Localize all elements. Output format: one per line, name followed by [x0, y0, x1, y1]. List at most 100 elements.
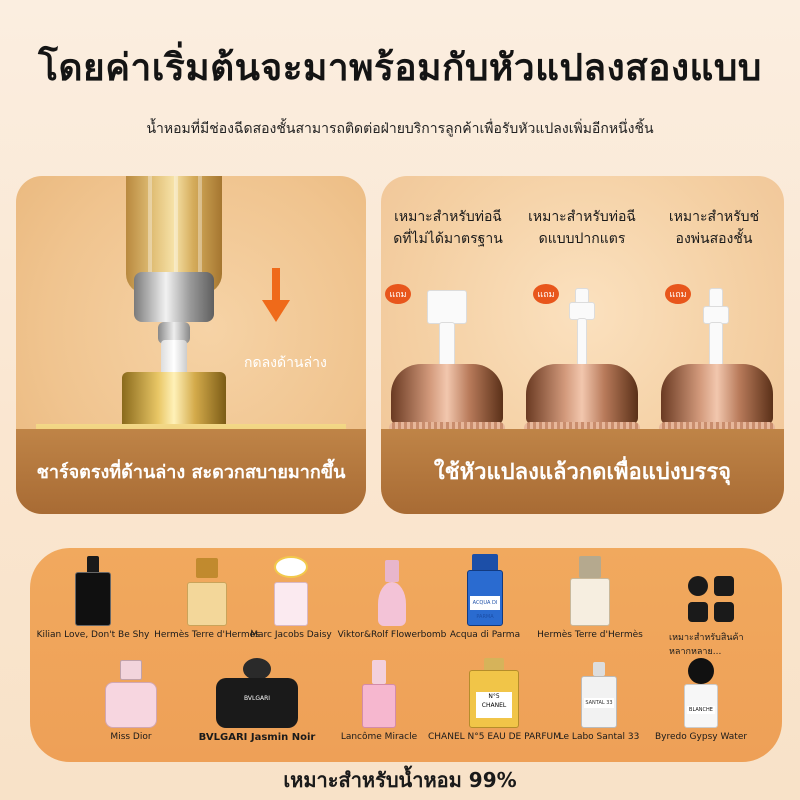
perfume-bottle: ACQUA DI PARMA — [420, 554, 550, 630]
perfume-name: Kilian Love, Don't Be Shy — [36, 630, 150, 640]
narrow-adapter-tip — [709, 288, 723, 308]
grid-cell — [688, 576, 708, 596]
perfume-item: SANTAL 33 Le Labo Santal 33 — [534, 656, 664, 742]
bottle-body — [75, 572, 111, 626]
adapter-label-line: องพ่นสองชั้น — [675, 231, 753, 247]
bottle-cap — [372, 660, 386, 684]
perfume-item: Lancôme Miracle — [314, 656, 444, 742]
page-subtitle: น้ำหอมที่มีช่องฉีดสองชั้นสามารถติดต่อฝ่า… — [146, 121, 654, 137]
adapter-label-line: เหมาะสำหรับท่อฉี — [528, 209, 636, 225]
perfume-name: BVLGARI Jasmin Noir — [198, 732, 316, 743]
perfume-bottle — [66, 656, 196, 732]
adapter-label-nonstandard: เหมาะสำหรับท่อฉี ดที่ไม่ได้มาตรฐาน — [387, 206, 509, 250]
perfume-bottle: N°5 CHANEL — [428, 656, 560, 732]
bottle-label: N°5 CHANEL — [476, 692, 512, 718]
adapter-label-line: ดที่ไม่ได้มาตรฐาน — [393, 231, 503, 247]
perfume-name: Hermès Terre d'Hermès — [154, 630, 260, 640]
bottle-cap — [120, 660, 142, 680]
press-down-label: กดลงด้านล่าง — [244, 355, 327, 371]
perfume-bottle-neck — [122, 372, 226, 430]
bottle-label: BVLGARI — [243, 695, 271, 702]
bottle-cap — [484, 658, 504, 672]
bottle-label-line: CHANEL — [481, 702, 507, 709]
perfume-name: Le Labo Santal 33 — [558, 732, 640, 742]
bottle-cap — [688, 658, 714, 684]
grid-cell — [688, 602, 708, 622]
compatible-perfumes-band — [30, 548, 782, 762]
bottle-cap — [593, 662, 605, 676]
bottle-label: SANTAL 33 — [584, 698, 614, 708]
tube-highlight — [198, 176, 202, 294]
adapter-label-trumpet: เหมาะสำหรับท่อฉี ดแบบปากแตร — [521, 206, 643, 250]
perfume-item: Miss Dior — [66, 656, 196, 742]
perfume-bottle — [226, 554, 356, 630]
perfume-bottle — [327, 554, 457, 630]
grid-cell — [714, 576, 734, 596]
bottle-body — [187, 582, 227, 626]
right-panel-caption: ใช้หัวแปลงแล้วกดเพื่อแบ่งบรรจุ — [381, 429, 784, 514]
perfume-name: Marc Jacobs Daisy — [250, 630, 332, 640]
page-headline: โดยค่าเริ่มต้นจะมาพร้อมกับหัวแปลงสองแบบ — [38, 46, 762, 89]
free-gift-badge: แถม — [385, 284, 411, 304]
bottom-charge-panel: กดลงด้านล่าง ชาร์จตรงที่ด้านล่าง สะดวกสบ… — [16, 176, 366, 514]
bottle-cap — [579, 556, 601, 578]
perfume-item: Marc Jacobs Daisy — [226, 554, 356, 640]
perfume-item: Hermès Terre d'Hermès — [142, 554, 272, 640]
more-brands-icon — [652, 554, 772, 630]
perfume-bottle: BVLGARI — [182, 656, 332, 732]
atomizer-base-top — [661, 364, 773, 424]
bottle-body — [216, 678, 298, 728]
perfume-name: CHANEL N°5 EAU DE PARFUM — [428, 732, 561, 742]
tube-highlight — [148, 176, 152, 294]
bottle-cap — [87, 556, 99, 574]
free-gift-badge: แถม — [665, 284, 691, 304]
bottle-body — [362, 684, 396, 728]
down-arrow-head — [262, 300, 290, 322]
perfume-item: BVLGARI BVLGARI Jasmin Noir — [182, 656, 332, 743]
bottle-body — [274, 582, 308, 626]
bottle-cap — [472, 554, 498, 574]
down-arrow-icon — [272, 268, 280, 304]
bottle-label: ACQUA DI PARMA — [470, 596, 500, 620]
perfume-item: Hermès Terre d'Hermès — [525, 554, 655, 640]
bottle-label: BLANCHE — [687, 706, 715, 714]
bottle-cap — [243, 658, 271, 680]
perfume-bottle — [525, 554, 655, 630]
perfume-bottle: BLANCHE — [636, 656, 766, 732]
bottle-body — [105, 682, 157, 728]
grid-icon — [688, 576, 736, 624]
perfume-item: ACQUA DI PARMA Acqua di Parma — [420, 554, 550, 640]
bottle-cap — [196, 558, 218, 578]
bottle-body — [570, 578, 610, 626]
perfume-name: Hermès Terre d'Hermès — [537, 630, 643, 640]
free-gift-badge: แถม — [533, 284, 559, 304]
perfume-name: เหมาะสำหรับสินค้าหลากหลาย... — [669, 633, 744, 657]
perfume-bottle — [142, 554, 272, 630]
grid-cell — [714, 602, 734, 622]
atomizer-base-top — [391, 364, 503, 424]
perfume-item: Viktor&Rolf Flowerbomb — [327, 554, 457, 640]
adapter-label-line: เหมาะสำหรับท่อฉี — [394, 209, 502, 225]
adapter-panel: เหมาะสำหรับท่อฉี ดที่ไม่ได้มาตรฐาน แถม เ… — [381, 176, 784, 514]
atomizer-base-top — [526, 364, 638, 424]
adapter-label-line: ดแบบปากแตร — [538, 231, 626, 247]
adapter-stem — [439, 322, 455, 366]
tube-highlight — [174, 176, 178, 294]
adapter-stem — [577, 318, 587, 366]
perfume-name: Miss Dior — [110, 732, 152, 742]
adapter-label-line: เหมาะสำหรับช่ — [668, 209, 760, 225]
perfume-bottle — [314, 656, 444, 732]
wide-adapter-head — [427, 290, 467, 324]
perfume-spray-stem — [161, 340, 187, 376]
compatibility-footer: เหมาะสำหรับน้ำหอม 99% — [283, 768, 517, 792]
adapter-label-double-layer: เหมาะสำหรับช่ องพ่นสองชั้น — [653, 206, 775, 250]
daisy-flower-cap — [274, 556, 308, 578]
perfume-name: Acqua di Parma — [449, 630, 521, 640]
bottle-label-line: N°5 — [488, 693, 500, 700]
perfume-name: Viktor&Rolf Flowerbomb — [337, 630, 447, 640]
perfume-item: N°5 CHANEL CHANEL N°5 EAU DE PARFUM — [428, 656, 561, 742]
perfume-bottle: SANTAL 33 — [534, 656, 664, 732]
perfume-bottle — [28, 554, 158, 630]
refill-nozzle — [158, 322, 190, 344]
left-panel-caption: ชาร์จตรงที่ด้านล่าง สะดวกสบายมากขึ้น — [16, 429, 366, 514]
